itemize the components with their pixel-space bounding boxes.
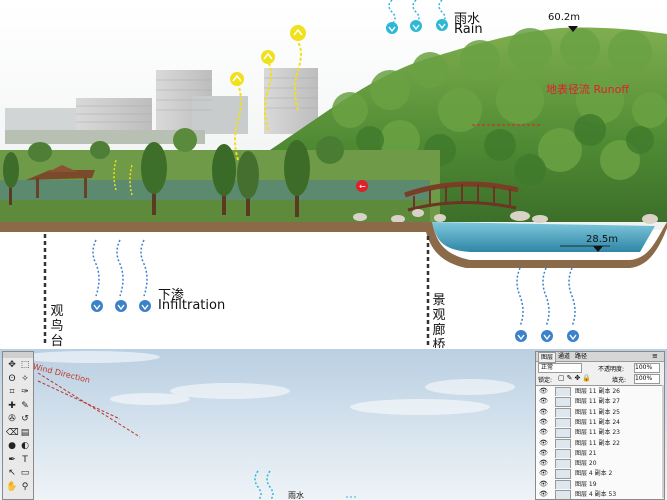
layers-panel: 图层 通道 路径 ≡ 正常 不透明度: 100% 锁定: ▢✎✥🔒 填充: 10… [535, 351, 665, 500]
visibility-eye-icon[interactable]: 👁 [539, 479, 548, 488]
panel-menu-icon[interactable]: ≡ [652, 352, 658, 360]
lock-label: 锁定: [538, 377, 553, 384]
visibility-eye-icon[interactable]: 👁 [539, 438, 548, 447]
visibility-eye-icon[interactable]: 👁 [539, 448, 548, 457]
eraser-icon[interactable]: ⌫ [6, 427, 19, 438]
layer-name: 图层 4 副本 53 [575, 491, 617, 498]
visibility-eye-icon[interactable]: 👁 [539, 397, 548, 406]
evaporation-arrows [113, 25, 306, 196]
pen-icon[interactable]: ✒ [8, 454, 16, 465]
type-icon[interactable]: T [22, 454, 28, 465]
fill-field[interactable]: 100% [634, 374, 660, 384]
elevation-pond-marker [593, 246, 603, 252]
blend-mode-select[interactable]: 正常 [538, 363, 582, 373]
layer-name: 图层 11 副本 23 [575, 429, 620, 437]
elevation-top-marker [568, 26, 578, 32]
visibility-eye-icon[interactable]: 👁 [539, 387, 548, 395]
layers-panel-header: 图层 通道 路径 ≡ [536, 352, 664, 363]
opacity-label: 不透明度: [598, 366, 625, 373]
layer-name: 图层 11 副本 24 [575, 418, 620, 426]
eyedropper-icon[interactable]: ✑ [21, 387, 29, 397]
marquee-icon[interactable]: ⬚ [20, 360, 30, 370]
tab-channels[interactable]: 通道 [558, 353, 571, 360]
path-select-icon[interactable]: ↖ [8, 468, 16, 478]
rain-drops [386, 0, 448, 34]
tab-layers[interactable]: 图层 [538, 352, 557, 363]
layer-name: 图层 11 副本 26 [575, 388, 620, 395]
wetland-water [0, 180, 430, 200]
trees [3, 128, 344, 217]
wind-direction-arrows [37, 372, 141, 438]
ps-rain-label: 雨水 [288, 491, 304, 500]
opacity-field[interactable]: 100% [634, 363, 660, 373]
tools-panel-grip[interactable] [3, 352, 33, 358]
magic-wand-icon[interactable]: ✧ [21, 373, 29, 384]
gradient-icon[interactable]: ▤ [20, 427, 30, 438]
lasso-icon[interactable]: ʘ [8, 373, 16, 384]
layer-name: 图层 11 副本 22 [575, 439, 620, 447]
rain-label-en: Rain [454, 22, 483, 37]
rain-label-cn: 雨水 [454, 12, 481, 27]
ps-rain-drops [254, 470, 356, 500]
infiltration-label-cn: 下渗 [158, 288, 185, 303]
tools-panel: ✥ ⬚ ʘ ✧ ⌗ ✑ ✚ ✎ ✇ ↺⌫▤ ● ◐ ✒ T ↖ ▭✋⚲ [2, 351, 34, 500]
layer-name: 图层 4 副本 2 [575, 470, 613, 478]
dodge-icon[interactable]: ◐ [21, 441, 29, 451]
infiltration-arrows-left [91, 239, 151, 312]
visibility-eye-icon[interactable]: 👁 [539, 459, 548, 468]
lock-icons[interactable]: ▢✎✥🔒 [558, 374, 594, 382]
section-diagram: ← [0, 0, 667, 348]
landscape-section-illustration: ← [0, 0, 667, 346]
layer-thumbnail [555, 490, 571, 499]
tab-paths[interactable]: 路径 [575, 353, 588, 360]
layer-list: 👁 图层 11 副本 26 👁 图层 11 副本 27 👁 图层 11 副本 25 👁 图层 … [536, 385, 662, 499]
zoom-icon[interactable]: ⚲ [21, 481, 29, 492]
brush-icon[interactable]: ✎ [21, 400, 29, 411]
visibility-eye-icon[interactable]: 👁 [539, 490, 548, 498]
rocks [353, 209, 658, 224]
blur-icon[interactable]: ● [8, 441, 16, 451]
elevation-top-label: 60.2m [548, 12, 581, 23]
shape-icon[interactable]: ▭ [20, 468, 30, 478]
visibility-eye-icon[interactable]: 👁 [539, 417, 548, 426]
soil-profile [0, 222, 667, 268]
layer-name: 图层 11 副本 27 [575, 398, 620, 406]
bird-platform-label: 观鸟台 [50, 304, 64, 348]
visibility-eye-icon[interactable]: 👁 [539, 407, 548, 416]
visibility-eye-icon[interactable]: 👁 [539, 469, 548, 478]
layer-row[interactable]: 👁 图层 4 副本 53 [537, 489, 661, 499]
layer-name: 图层 20 [575, 460, 597, 468]
history-brush-icon[interactable]: ↺ [21, 414, 29, 424]
ps-canvas-art [20, 351, 515, 500]
layer-name: 图层 21 [575, 449, 597, 457]
landscape-bridge-label: 景观廊桥 [432, 293, 446, 348]
svg-text:←: ← [359, 182, 366, 191]
move-icon[interactable]: ✥ [8, 360, 16, 370]
healing-icon[interactable]: ✚ [8, 400, 16, 411]
layer-name: 图层 11 副本 25 [575, 408, 620, 416]
stamp-icon[interactable]: ✇ [8, 414, 16, 424]
layers-scrollbar[interactable] [662, 385, 664, 498]
runoff-label: 地表径流 Runoff [546, 83, 629, 96]
infiltration-label-en: Infiltration [158, 298, 226, 313]
runoff-entry-icon [356, 180, 368, 192]
clouds [20, 351, 515, 415]
hill-foliage [332, 28, 667, 180]
hand-icon[interactable]: ✋ [6, 481, 18, 492]
fill-label: 填充: [612, 377, 627, 384]
pond [432, 222, 655, 252]
visibility-eye-icon[interactable]: 👁 [539, 428, 548, 437]
layer-name: 图层 19 [575, 480, 597, 488]
photoshop-canvas-window: Wind Direction 雨水 ✥⬚ʘ✧⌗✑✚✎✇↺⌫▤●◐✒T↖▭✋⚲ 图… [0, 349, 667, 500]
bird-watching-pavilion [26, 165, 95, 198]
crop-icon[interactable]: ⌗ [9, 387, 15, 397]
elevation-pond-label: 28.5m [586, 234, 619, 245]
infiltration-arrows-right [515, 267, 579, 342]
distant-buildings [5, 36, 660, 144]
